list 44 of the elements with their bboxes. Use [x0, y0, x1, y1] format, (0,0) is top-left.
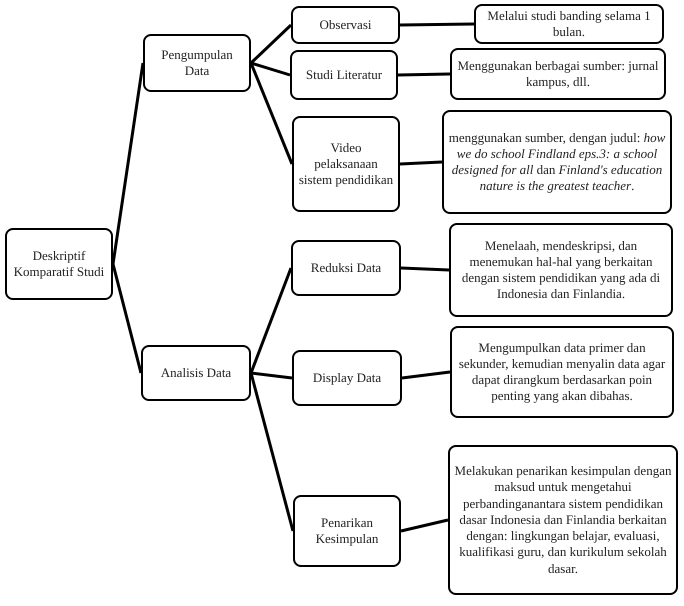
connector-line: [398, 72, 450, 76]
connector-line: [250, 267, 292, 374]
node-text: Pengumpulan Data: [160, 46, 234, 80]
text-box: [448, 445, 678, 595]
connector-line: [250, 372, 294, 532]
connector-line: [112, 62, 144, 264]
text-box: [474, 4, 664, 44]
connector-line: [250, 62, 294, 165]
connector-line: [250, 372, 292, 380]
connector-line: [400, 266, 450, 272]
text-box: [143, 34, 251, 92]
text-box: [141, 345, 251, 401]
node-text: Deskriptif Komparatif Studi: [12, 248, 106, 280]
connector-line: [250, 24, 292, 64]
text-box: [291, 240, 401, 296]
connector-line: [250, 62, 290, 76]
node-text: Studi Literatur: [306, 66, 382, 84]
text-box: [450, 48, 666, 100]
node-text: Mengumpulkan data primer dan sekunder, kemudian menyalin data agar dapat dirangkum berdasarkan poin penting yang akan dibahas.: [458, 340, 666, 404]
connector-line: [400, 160, 442, 166]
connector-line: [402, 370, 450, 380]
node-text: Observasi: [320, 16, 372, 34]
connector-line: [400, 518, 448, 532]
node-text: menggunakan sumber, dengan judul: how we do school Findland eps.3: a school designed for all dan Finland's education nature is the greatest teacher.: [448, 130, 666, 194]
text-box: [293, 495, 401, 567]
node-text: Reduksi Data: [310, 260, 382, 276]
text-box: [291, 6, 400, 44]
text-box: [449, 223, 673, 317]
node-text: Penarikan Kesimpulan: [314, 514, 380, 548]
text-box: [450, 326, 674, 418]
node-text: Video pelaksanaan sistem pendidikan: [298, 140, 394, 188]
node-text: Analisis Data: [160, 364, 232, 382]
text-box: [290, 50, 398, 100]
node-text: Melakukan penarikan kesimpulan dengan maksud untuk mengetahui perbandinganantara sistem pendidikan dasar Indonesia dan Finlandia berkaitan dengan: lingkungan belajar, evaluasi, kualifikasi guru, dan kurikulum sekolah dasar.: [454, 463, 672, 577]
text-box: [5, 228, 113, 300]
connector-line: [400, 22, 474, 26]
text-box: [292, 350, 402, 406]
node-text: Melalui studi banding selama 1 bulan.: [486, 8, 652, 40]
connector-line: [112, 264, 142, 374]
node-text: Menggunakan berbagai sumber: jurnal kampus, dll.: [456, 58, 660, 90]
node-text: Menelaah, mendeskripsi, dan menemukan hal-hal yang berkaitan dengan sistem pendidikan yang ada di Indonesia dan Finlandia.: [460, 238, 662, 302]
text-box: [442, 110, 672, 214]
node-text: Display Data: [312, 370, 382, 386]
text-box: [292, 116, 400, 212]
